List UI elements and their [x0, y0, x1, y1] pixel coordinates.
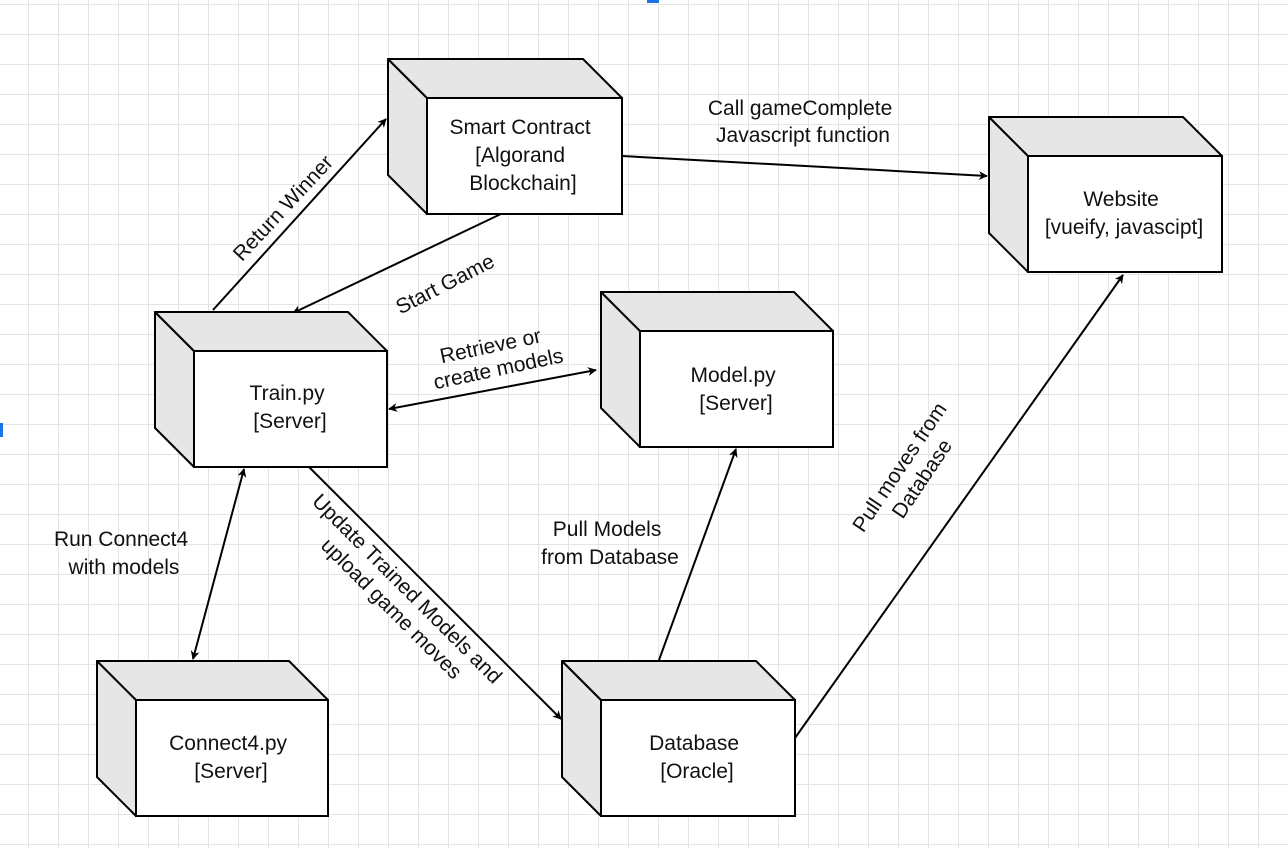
edge-label-run-connect4-line1: Run Connect4 [54, 528, 189, 551]
node-connect4-top [96, 660, 329, 701]
edge-label-pull-models-line1: Pull Models [553, 518, 662, 541]
node-website-top [988, 116, 1223, 157]
node-smart-contract-line2: [Algorand [475, 144, 565, 167]
edge-retrieve-models[interactable] [388, 367, 597, 412]
node-connect4[interactable]: Connect4.py [Server] [96, 660, 329, 817]
node-database-line1: Database [649, 732, 739, 755]
edge-label-pull-moves: Pull moves from Database [848, 394, 975, 550]
node-smart-contract-line1: Smart Contract [449, 116, 590, 139]
edge-label-return-winner-line1: Return Winner [229, 151, 338, 266]
node-smart-contract-top [387, 58, 623, 99]
node-model-label: Model.py [Server] [690, 364, 781, 415]
edge-label-return-winner: Return Winner [229, 151, 338, 266]
edge-label-update-models-line1: Update Trained Models and [307, 490, 506, 689]
edge-label-call-game-complete: Call gameComplete Javascript function [708, 97, 898, 147]
edge-label-pull-models: Pull Models from Database [541, 518, 679, 569]
edge-pull-models[interactable] [658, 448, 738, 661]
node-train-line1: Train.py [250, 382, 326, 405]
node-model[interactable]: Model.py [Server] [600, 291, 834, 448]
node-website-face [1027, 155, 1223, 273]
node-smart-contract-label: Smart Contract [Algorand Blockchain] [449, 116, 596, 195]
edge-run-connect4[interactable] [190, 468, 247, 660]
edge-return-winner[interactable] [212, 118, 387, 311]
node-train-line2: [Server] [253, 410, 327, 433]
edge-label-run-connect4-line2: with models [68, 556, 180, 579]
node-connect4-line1: Connect4.py [169, 732, 287, 755]
node-train-label: Train.py [Server] [250, 382, 331, 433]
edge-start-game[interactable] [292, 212, 504, 314]
node-smart-contract-line3: Blockchain] [469, 172, 576, 195]
node-train-top [154, 311, 388, 352]
edge-call-game-complete[interactable] [621, 155, 988, 181]
edge-label-run-connect4: Run Connect4 with models [54, 528, 194, 579]
node-database-top [561, 660, 796, 701]
selection-handle-top [647, 0, 659, 3]
node-database-line2: [Oracle] [660, 760, 734, 783]
node-database-label: Database [Oracle] [649, 732, 745, 783]
node-smart-contract[interactable]: Smart Contract [Algorand Blockchain] [387, 58, 623, 215]
edge-update-models[interactable] [308, 466, 562, 720]
node-database[interactable]: Database [Oracle] [561, 660, 796, 817]
selection-handle-left [0, 423, 3, 437]
edge-label-start-game-line1: Start Game [392, 250, 498, 319]
node-train[interactable]: Train.py [Server] [154, 311, 388, 468]
edge-pull-moves[interactable] [794, 274, 1124, 739]
node-model-line1: Model.py [690, 364, 776, 387]
node-connect4-label: Connect4.py [Server] [169, 732, 293, 783]
node-connect4-face [135, 699, 329, 817]
node-website-label: Website [vueify, javascipt] [1045, 188, 1203, 239]
edge-label-call-game-complete-line2: Javascript function [716, 124, 890, 147]
node-train-face [193, 350, 388, 468]
node-website-line1: Website [1083, 188, 1158, 211]
node-smart-contract-face [426, 97, 623, 215]
edge-label-call-game-complete-line1: Call gameComplete [708, 97, 892, 120]
node-database-face [600, 699, 796, 817]
edge-label-retrieve-models: Retrieve or create models [426, 321, 565, 394]
edge-label-pull-models-line2: from Database [541, 546, 679, 569]
node-model-face [639, 330, 834, 448]
node-connect4-line2: [Server] [194, 760, 268, 783]
node-model-top [600, 291, 834, 332]
edge-label-update-models: Update Trained Models and upload game mo… [290, 490, 511, 711]
node-model-line2: [Server] [699, 392, 773, 415]
node-website-line2: [vueify, javascipt] [1045, 216, 1203, 239]
edge-label-start-game: Start Game [392, 250, 498, 319]
node-website[interactable]: Website [vueify, javascipt] [988, 116, 1223, 273]
